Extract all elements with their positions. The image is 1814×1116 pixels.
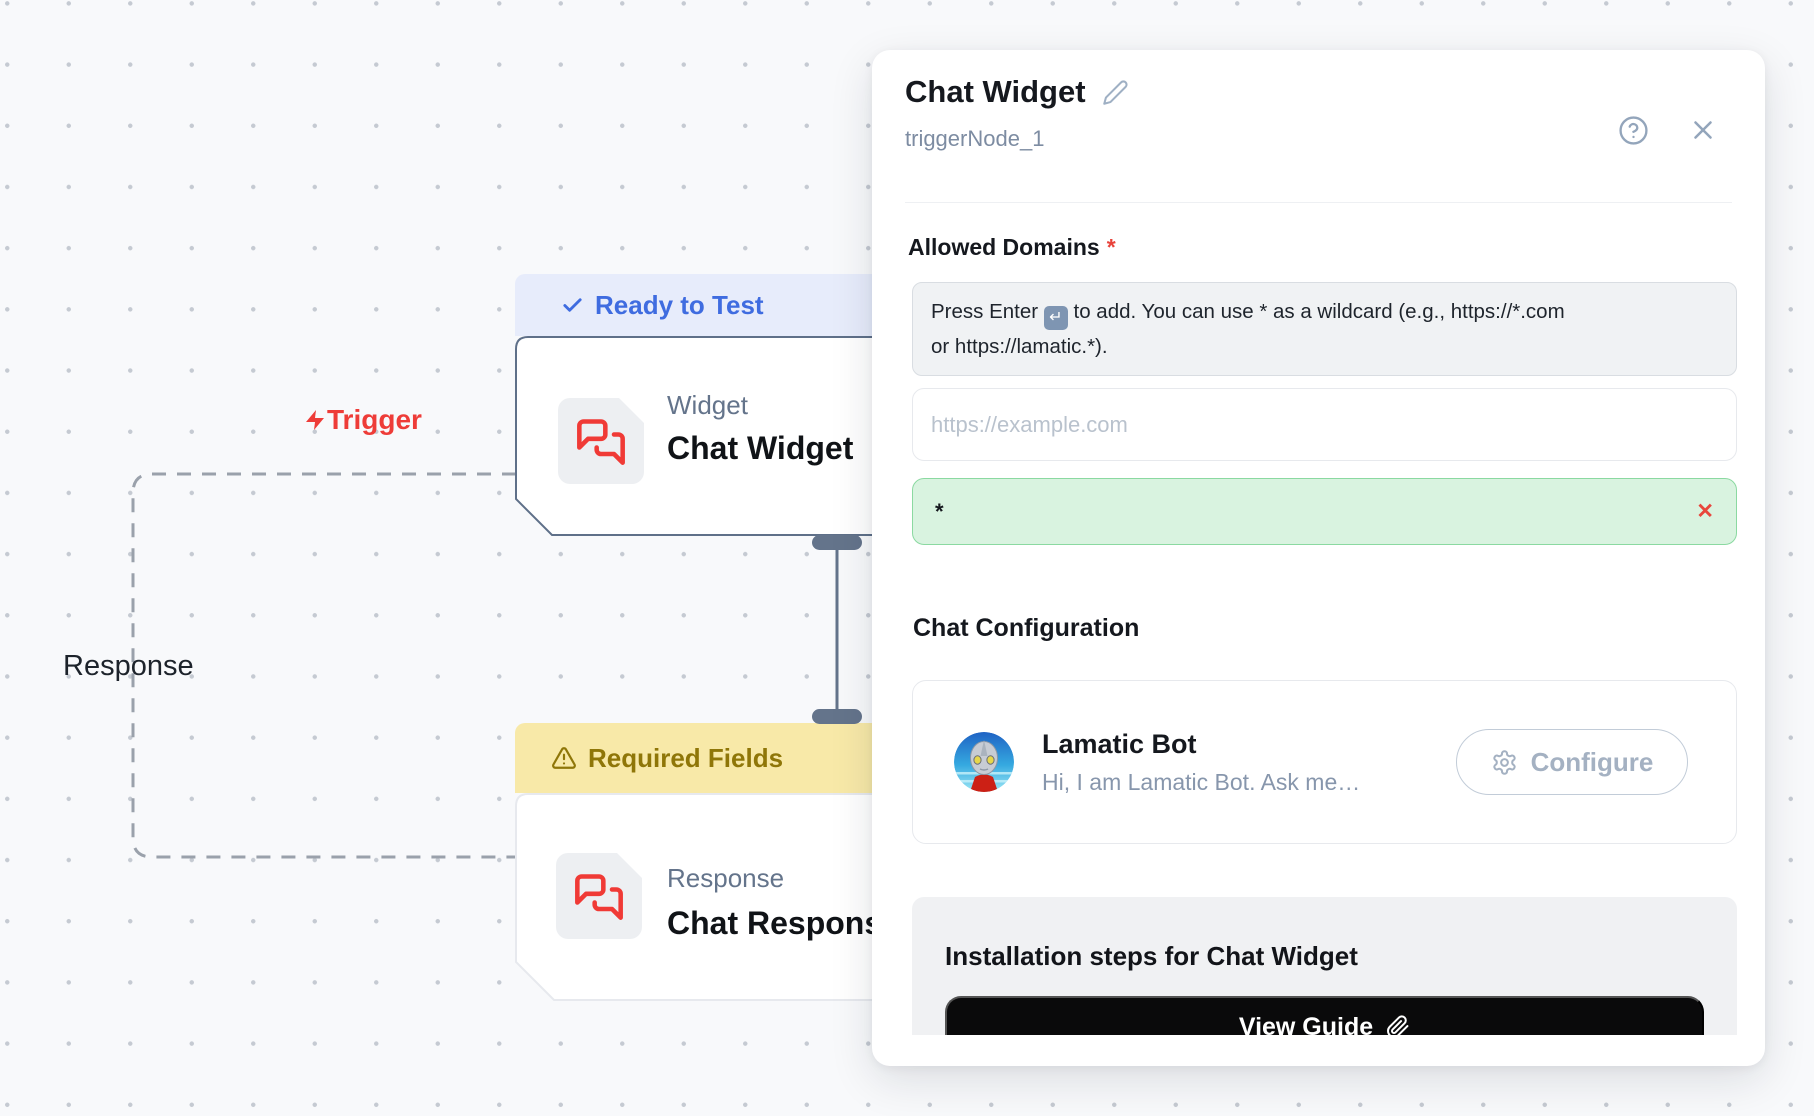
- paperclip-icon: [1387, 1015, 1409, 1035]
- status-badge-text: Required Fields: [588, 742, 784, 773]
- gear-icon: [1492, 749, 1516, 775]
- domain-chip[interactable]: * ✕: [912, 478, 1737, 545]
- view-guide-label: View Guide: [1238, 1012, 1374, 1036]
- node-output-handle[interactable]: [812, 535, 862, 550]
- node-config-panel: Chat Widget triggerNode_1 Allowed Domain…: [872, 50, 1765, 1066]
- bot-avatar: [954, 732, 1014, 792]
- divider: [905, 202, 1732, 203]
- node-input-handle[interactable]: [812, 709, 862, 724]
- node-icon-tile: [556, 852, 643, 939]
- configure-button-label: Configure: [1530, 746, 1654, 777]
- enter-key-icon: ↵: [1043, 305, 1068, 330]
- status-badge-text: Ready to Test: [595, 289, 764, 320]
- close-icon: [1694, 121, 1712, 139]
- help-icon: [1618, 115, 1648, 145]
- chat-bubbles-icon: [577, 419, 625, 465]
- tile-notch: [616, 852, 643, 879]
- pencil-icon[interactable]: [1102, 79, 1129, 106]
- node-title: Chat Widget: [667, 430, 854, 466]
- chat-bubbles-icon: [575, 874, 623, 920]
- warning-icon: [552, 747, 576, 769]
- tile-notch: [618, 397, 645, 424]
- bot-description: Hi, I am Lamatic Bot. Ask me…: [1042, 768, 1361, 795]
- node-icon-tile: [558, 397, 645, 484]
- allowed-domains-label: Allowed Domains*: [908, 234, 1116, 260]
- panel-title: Chat Widget: [905, 74, 1086, 109]
- check-icon: [563, 297, 582, 312]
- domain-chip-value: *: [935, 498, 944, 524]
- close-button[interactable]: [1687, 114, 1719, 146]
- node-category: Response: [667, 863, 785, 893]
- trigger-edge-label: Trigger: [303, 404, 422, 436]
- chat-configuration-heading: Chat Configuration: [913, 614, 1140, 642]
- chip-remove-button[interactable]: ✕: [1696, 500, 1714, 523]
- bot-card: Lamatic Bot Hi, I am Lamatic Bot. Ask me…: [912, 680, 1737, 844]
- node-outline: [515, 336, 950, 536]
- node-card[interactable]: Widget Chat Widget: [515, 336, 950, 536]
- domain-input[interactable]: [912, 388, 1737, 461]
- required-asterisk: *: [1106, 234, 1116, 260]
- view-guide-button[interactable]: View Guide: [945, 996, 1704, 1035]
- bot-name: Lamatic Bot: [1042, 728, 1197, 759]
- installation-section-clip: Installation steps for Chat Widget View …: [912, 897, 1737, 1035]
- bolt-icon: [306, 410, 324, 430]
- help-button[interactable]: [1617, 114, 1649, 146]
- configure-button[interactable]: Configure: [1456, 729, 1688, 795]
- installation-section: Installation steps for Chat Widget View …: [912, 897, 1737, 1035]
- node-card[interactable]: Response Chat Response: [515, 793, 950, 1001]
- node-title: Chat Response: [667, 905, 900, 941]
- hint-line-1: Press Enter ↵ to add. You can use * as a…: [931, 295, 1718, 330]
- node-outline: [515, 793, 950, 1001]
- node-id: triggerNode_1: [905, 126, 1045, 151]
- allowed-domains-hint: Press Enter ↵ to add. You can use * as a…: [912, 282, 1737, 376]
- installation-heading: Installation steps for Chat Widget: [945, 941, 1358, 971]
- response-edge-label: Response: [63, 650, 194, 682]
- node-category: Widget: [667, 390, 748, 420]
- trigger-edge-label-text: Trigger: [327, 404, 422, 435]
- hint-line-2: or https://lamatic.*).: [931, 334, 1108, 358]
